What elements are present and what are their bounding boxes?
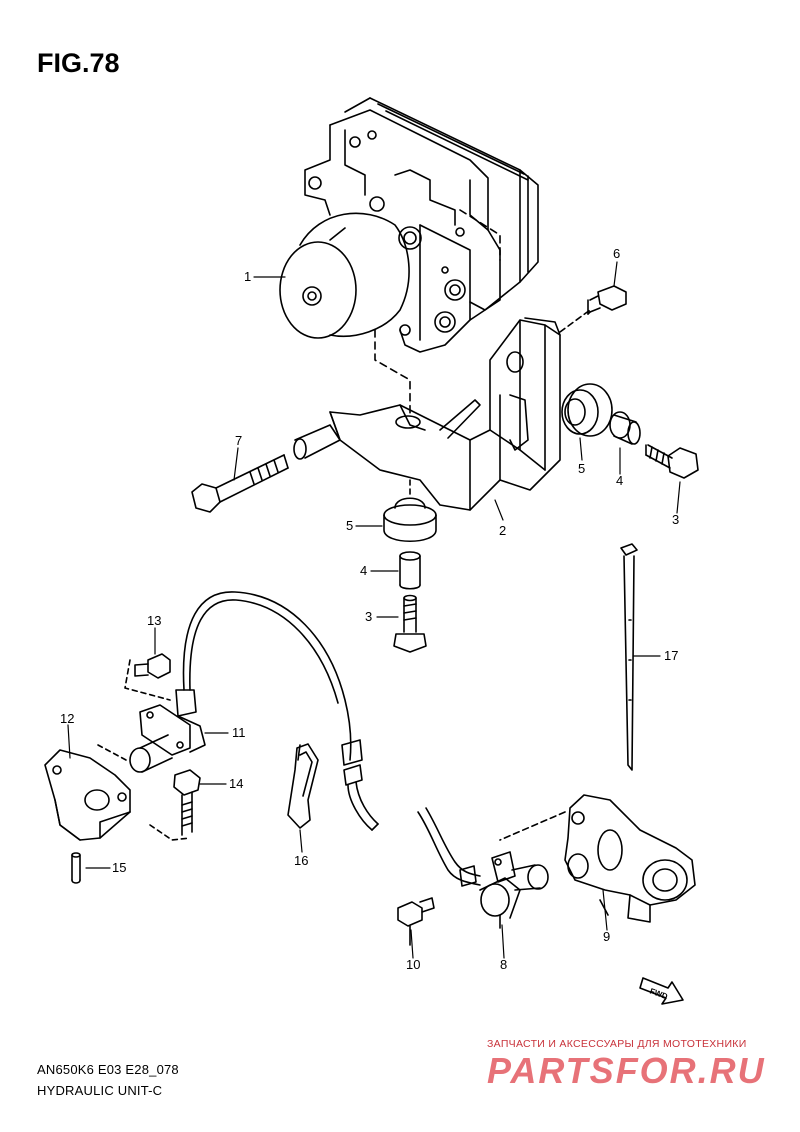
callout-13: 13 [147, 613, 162, 628]
callout-14: 14 [229, 776, 244, 791]
callout-11: 11 [232, 725, 246, 740]
callout-6: 6 [613, 246, 621, 261]
figure-title: FIG.78 [37, 48, 120, 78]
bolt-10 [397, 897, 435, 946]
callout-16: 16 [294, 853, 309, 868]
bolt-14 [149, 769, 201, 841]
rear-speed-sensor-8 [417, 807, 549, 929]
callout-4-right: 4 [616, 473, 624, 488]
callout-2: 2 [499, 523, 507, 538]
callout-5-right: 5 [578, 461, 586, 476]
section-name: HYDRAULIC UNIT-C [37, 1083, 163, 1098]
collar-4-lower [399, 551, 421, 590]
callout-10: 10 [406, 957, 421, 972]
bolt-6 [559, 285, 627, 333]
callout-5-lower: 5 [346, 518, 354, 533]
mounting-bracket [293, 317, 561, 511]
callout-12: 12 [60, 711, 75, 726]
pin-15 [71, 852, 81, 884]
leader-lines [67, 261, 681, 959]
callout-3-lower: 3 [365, 609, 373, 624]
callout-4-lower: 4 [360, 563, 368, 578]
fwd-arrow-icon: FWD [639, 977, 684, 1005]
callout-8: 8 [500, 957, 508, 972]
watermark-tagline: ЗАПЧАСТИ И АКСЕССУАРЫ ДЛЯ МОТОТЕХНИКИ [487, 1038, 747, 1050]
callout-15: 15 [112, 860, 127, 875]
front-speed-sensor-11 [97, 659, 206, 773]
callout-1: 1 [244, 269, 252, 284]
sensor-bracket-9 [499, 794, 696, 923]
callout-7: 7 [235, 433, 243, 448]
bolt-13 [134, 653, 171, 679]
callout-17: 17 [664, 648, 679, 663]
sensor-wire [182, 591, 379, 831]
watermark-brand: PARTSFOR.RU [487, 1050, 766, 1091]
grommet-5-lower [383, 479, 437, 543]
bolt-3-lower [393, 594, 427, 653]
wire-clamp-16 [287, 743, 319, 829]
long-bolt-7 [191, 454, 289, 513]
sensor-bracket-12 [44, 749, 131, 841]
bolt-3-right [645, 444, 699, 479]
callout-9: 9 [603, 929, 611, 944]
hydraulic-unit [279, 97, 539, 416]
callout-3-right: 3 [672, 512, 680, 527]
grommet-5-right [561, 383, 613, 437]
cable-tie-17 [620, 543, 638, 771]
model-code: AN650K6 E03 E28_078 [37, 1062, 179, 1077]
collar-4-right [609, 411, 641, 445]
